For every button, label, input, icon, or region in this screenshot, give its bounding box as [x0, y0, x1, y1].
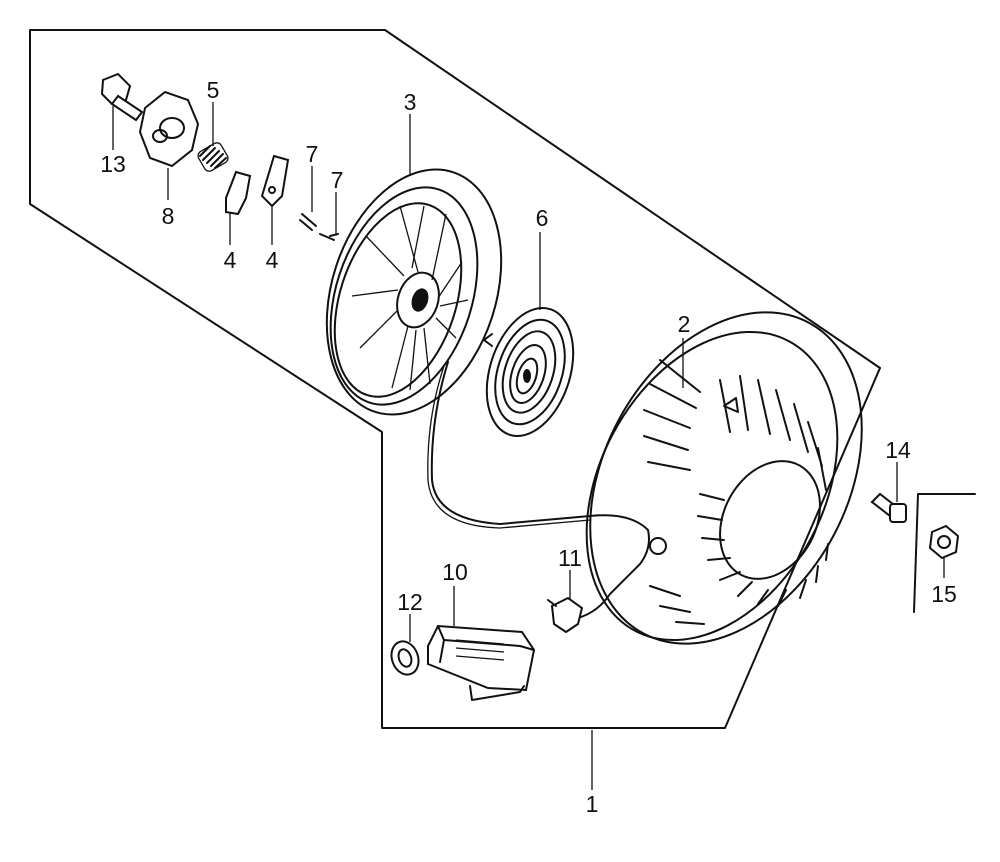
callout-4-right: 4	[266, 247, 279, 273]
starter-rope	[430, 361, 650, 623]
callout-14: 14	[885, 437, 911, 463]
part-6-recoil-spring	[483, 232, 575, 437]
part-3-reel	[325, 114, 503, 416]
callout-7-right: 7	[331, 167, 344, 193]
part-4-ratchet-left	[225, 170, 252, 245]
part-7-pins	[299, 166, 339, 241]
callout-1: 1	[586, 791, 599, 817]
part-12-grommet	[390, 614, 420, 676]
callout-5: 5	[207, 77, 220, 103]
part-10-starter-grip	[427, 586, 536, 701]
part-15-nut	[928, 524, 960, 578]
part-4-ratchet-right	[260, 154, 290, 245]
assembly-frame	[29, 29, 881, 729]
part-13-bolt	[100, 72, 144, 150]
callout-15: 15	[931, 581, 957, 607]
nut-frame	[913, 493, 976, 613]
part-5-spring	[197, 102, 229, 172]
callout-4-left: 4	[224, 247, 237, 273]
callout-10: 10	[442, 559, 468, 585]
part-11-knob	[547, 570, 584, 634]
callout-13: 13	[100, 151, 126, 177]
callout-11: 11	[558, 545, 582, 571]
callout-3: 3	[404, 89, 417, 115]
callout-7-left: 7	[306, 141, 319, 167]
callout-12: 12	[397, 589, 423, 615]
part-2-starter-case	[585, 311, 863, 645]
part-8-ratchet-guide	[138, 90, 200, 200]
part-14-bolt	[870, 462, 907, 523]
callout-8: 8	[162, 203, 175, 229]
callout-2: 2	[678, 311, 691, 337]
callout-6: 6	[536, 205, 549, 231]
